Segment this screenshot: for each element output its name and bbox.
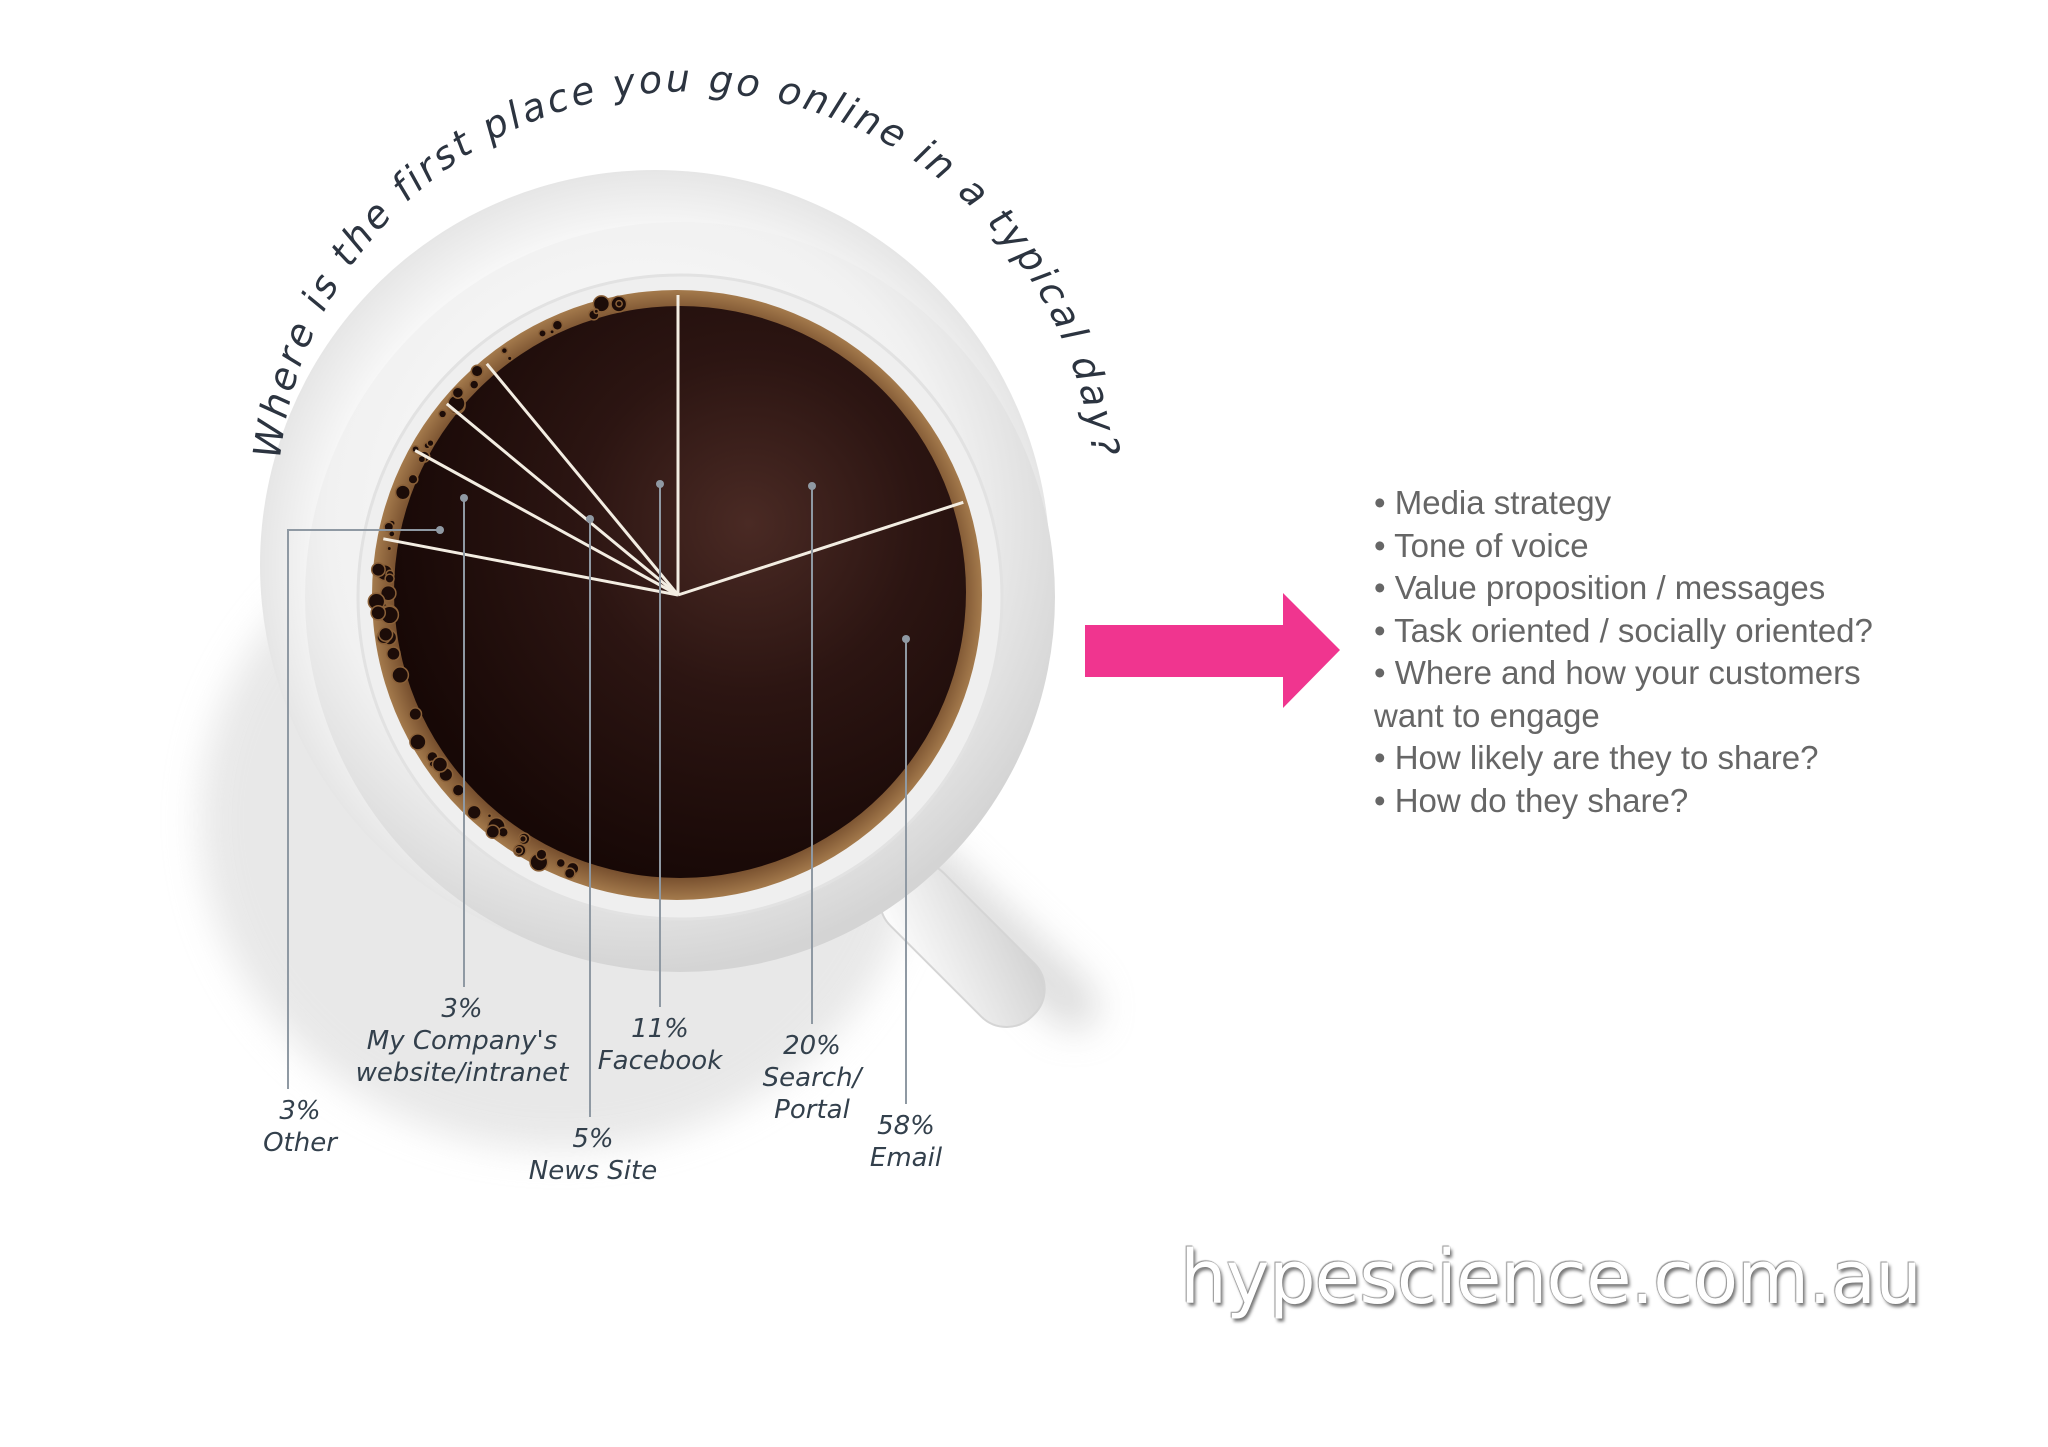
crema-bubbles [367,295,628,880]
crema-bubble [409,733,427,751]
slice-value-search-portal: 20% [783,1031,841,1061]
crema-bubble [386,646,401,662]
crema-bubble [391,666,410,685]
slice-value-my-company-s-website-intranet: 3% [441,994,482,1024]
slice-label-other: Other [263,1128,339,1158]
crema-bubble [500,346,509,355]
leader-dot-facebook [656,480,664,488]
slice-label-email: Email [870,1143,943,1173]
leader-dot-email [902,635,910,643]
bullet-item: • How do they share? [1374,781,1689,819]
crema-bubble [514,845,524,855]
leader-dot-news-site [586,515,594,523]
crema-bubble [386,545,393,552]
slice-value-news-site: 5% [572,1124,613,1154]
crema-bubble [563,867,576,880]
pink-arrow [1085,593,1340,708]
crema-bubble [555,857,567,869]
slice-value-email: 58% [877,1111,935,1141]
bullet-item: • Where and how your customers want to e… [1374,654,1861,734]
slice-value-other: 3% [279,1096,320,1126]
leader-dot-search-portal [808,482,816,490]
crema-bubble [485,824,501,840]
crema-bubble [486,813,493,819]
slice-divider-3 [414,449,679,597]
crema-bubble [451,783,465,797]
leader-line-other [287,529,440,1089]
crema-bubble [394,484,411,501]
crema-bubble [384,573,395,584]
slice-divider-5 [677,500,964,597]
bullet-item: • Tone of voice [1374,526,1589,564]
crema-bubble [437,409,448,419]
crema-bubble [451,386,465,399]
crema-bubble [518,834,528,843]
slice-divider-4 [383,537,679,597]
leader-dot-my-company-s-website-intranet [460,494,468,502]
crema-bubble [407,473,419,485]
coffee-surface [394,306,966,878]
slice-label-facebook: Facebook [598,1046,723,1076]
bullet-item: • Task oriented / socially oriented? [1374,611,1873,649]
crema-bubble [593,308,600,315]
slice-value-facebook: 11% [631,1014,689,1044]
crema-bubble [408,707,423,722]
crema-bubble [592,295,611,313]
crema-bubble [378,626,394,642]
crema-bubble [538,328,547,338]
bullet-item: • Media strategy [1374,484,1612,521]
pie-slice-dividers [383,295,964,597]
crema-bubble [379,584,397,602]
slice-label-news-site: News Site [529,1156,657,1186]
slice-divider-1 [485,362,680,596]
bullet-list: • Media strategy • Tone of voice • Value… [1374,482,1894,822]
crema-bubble [535,848,548,861]
crema-bubble [370,604,387,621]
slice-divider-2 [445,402,679,597]
crema-bubble [551,319,564,332]
crema-bubble [466,804,482,820]
crema-bubble [470,364,484,378]
watermark-text: hypescience.com.au [1180,1235,1922,1321]
slice-leaders [287,480,910,1117]
slice-label-search-portal: Portal [774,1095,850,1125]
slice-label-my-company-s-website-intranet: website/intranet [356,1058,569,1088]
leader-dot-other [436,526,444,534]
crema-bubble [506,355,513,362]
slice-label-my-company-s-website-intranet: My Company's [367,1026,557,1056]
crema-bubble [549,328,556,335]
crema-bubble [615,299,623,308]
crema-bubble [431,756,449,773]
bullet-item: • How likely are they to share? [1374,739,1819,776]
slice-label-search-portal: Search/ [763,1063,865,1093]
crema-bubble [370,562,386,578]
crema-bubble [426,438,435,448]
bullet-item: • Value proposition / messages [1374,569,1826,606]
crema-bubble [468,379,480,390]
